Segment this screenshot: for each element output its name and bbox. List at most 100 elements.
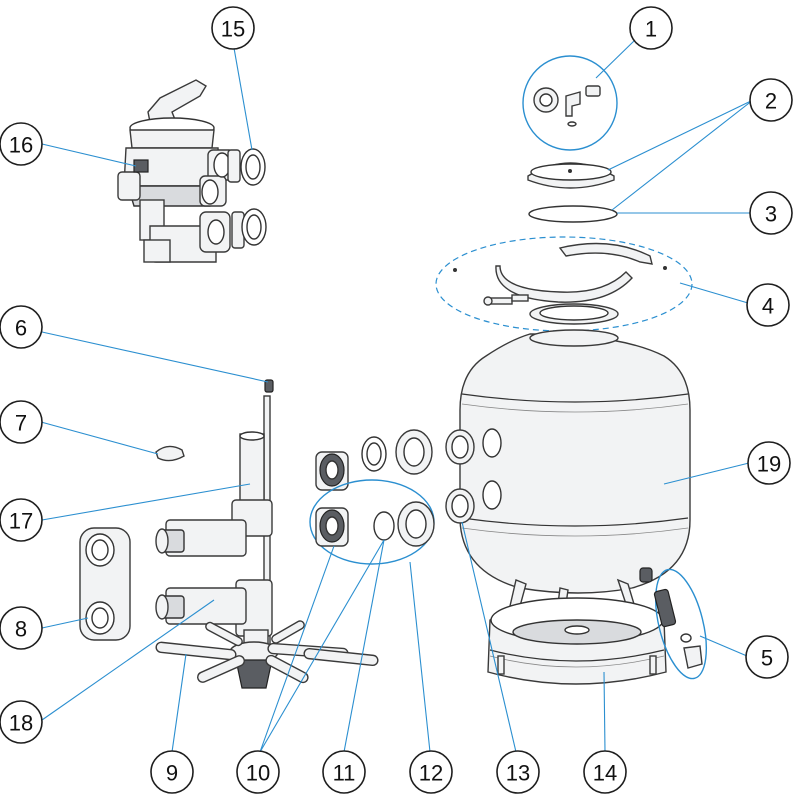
clamp-assembly xyxy=(435,236,693,332)
leader-7 xyxy=(40,421,159,455)
hub-strainer xyxy=(235,659,273,689)
svg-text:5: 5 xyxy=(761,646,773,671)
tank-body xyxy=(459,333,691,594)
lateral-loose xyxy=(303,647,379,667)
callout-10: 10 xyxy=(236,750,280,794)
leader-2a xyxy=(607,99,754,171)
tank-drain-boss xyxy=(639,567,653,583)
svg-text:15: 15 xyxy=(221,17,245,42)
callout-3: 3 xyxy=(749,191,793,235)
leader-6 xyxy=(41,331,269,383)
callout-18: 18 xyxy=(0,700,43,744)
screw-6 xyxy=(264,379,274,393)
lateral-front-left xyxy=(197,655,245,683)
lateral-left-front xyxy=(155,641,237,661)
clamp-half-top xyxy=(558,242,653,265)
valve-bottom-stub xyxy=(143,239,171,263)
callout-4: 4 xyxy=(746,283,790,327)
filter-tank xyxy=(445,329,691,607)
valve-cover xyxy=(129,129,215,149)
detail-ring-1 xyxy=(522,55,618,151)
callout-8: 8 xyxy=(0,606,43,650)
svg-text:3: 3 xyxy=(765,202,777,227)
small-parts xyxy=(155,379,274,462)
lateral-front-right xyxy=(265,654,309,684)
callout-16: 16 xyxy=(0,122,43,166)
svg-text:7: 7 xyxy=(15,411,27,436)
valve-o-rings xyxy=(240,148,267,246)
svg-text:14: 14 xyxy=(593,761,617,786)
svg-text:4: 4 xyxy=(762,294,774,319)
valve-handle xyxy=(147,79,207,123)
leader-16 xyxy=(41,143,137,167)
detail-ring-5 xyxy=(655,568,707,680)
side-fittings xyxy=(309,429,435,565)
svg-text:2: 2 xyxy=(765,89,777,114)
leader-1 xyxy=(595,39,636,79)
callout-17: 17 xyxy=(0,498,43,542)
leader-17 xyxy=(41,483,251,521)
svg-text:12: 12 xyxy=(419,761,443,786)
leader-12 xyxy=(409,561,431,753)
svg-text:17: 17 xyxy=(9,509,33,534)
callout-5: 5 xyxy=(745,635,789,679)
leader-8 xyxy=(41,617,89,629)
washer-lower xyxy=(373,511,395,541)
drain-assembly xyxy=(653,568,707,680)
internal-pipework xyxy=(155,395,379,689)
drain-cap xyxy=(683,645,703,669)
leader-lines xyxy=(40,39,754,753)
multiport-valve xyxy=(117,79,245,263)
flange-plate xyxy=(79,527,131,641)
drain-pipe xyxy=(653,588,677,628)
leader-2b xyxy=(611,99,754,211)
leader-18 xyxy=(41,599,215,721)
svg-text:18: 18 xyxy=(9,711,33,736)
tank-opening-lower-right xyxy=(482,480,502,510)
leader-19 xyxy=(663,462,750,485)
callouts: 1 2 3 4 5 6 7 8 9 10 11 12 13 14 15 16 1… xyxy=(0,6,793,794)
lid-o-ring-3 xyxy=(528,205,618,223)
svg-text:10: 10 xyxy=(246,761,270,786)
leader-14 xyxy=(603,671,606,753)
valve-side-port-left xyxy=(117,171,141,201)
leader-11 xyxy=(343,539,385,753)
leader-13 xyxy=(461,521,517,753)
callout-1: 1 xyxy=(629,6,673,50)
svg-text:1: 1 xyxy=(645,17,657,42)
svg-text:9: 9 xyxy=(166,761,178,786)
callout-11: 11 xyxy=(322,750,366,794)
callout-2: 2 xyxy=(749,78,793,122)
leader-15 xyxy=(233,47,253,151)
filter-lid xyxy=(527,162,618,223)
callout-9: 9 xyxy=(150,750,194,794)
lateral-back-left xyxy=(205,621,243,647)
valve-sight-glass xyxy=(133,159,149,173)
callout-6: 6 xyxy=(0,305,43,349)
svg-text:16: 16 xyxy=(9,133,33,158)
svg-text:8: 8 xyxy=(15,617,27,642)
air-release-valve xyxy=(565,91,581,117)
callout-15: 15 xyxy=(211,6,255,50)
clip-7 xyxy=(155,445,185,462)
callout-7: 7 xyxy=(0,400,43,444)
leader-10b xyxy=(259,539,385,753)
svg-text:6: 6 xyxy=(15,316,27,341)
svg-text:13: 13 xyxy=(506,761,530,786)
tank-base xyxy=(487,597,667,685)
svg-text:19: 19 xyxy=(757,452,781,477)
tank-opening-upper-right xyxy=(482,428,502,458)
leader-10a xyxy=(259,545,335,753)
callout-19: 19 xyxy=(747,441,791,485)
leader-4 xyxy=(679,282,749,304)
lid-accessories-detail xyxy=(522,55,618,151)
air-release-cap xyxy=(585,85,601,97)
svg-text:11: 11 xyxy=(333,761,356,786)
callout-13: 13 xyxy=(496,750,540,794)
callout-14: 14 xyxy=(583,750,627,794)
lateral-back-right xyxy=(271,620,305,644)
leader-9 xyxy=(171,653,187,753)
leader-5 xyxy=(699,635,748,657)
